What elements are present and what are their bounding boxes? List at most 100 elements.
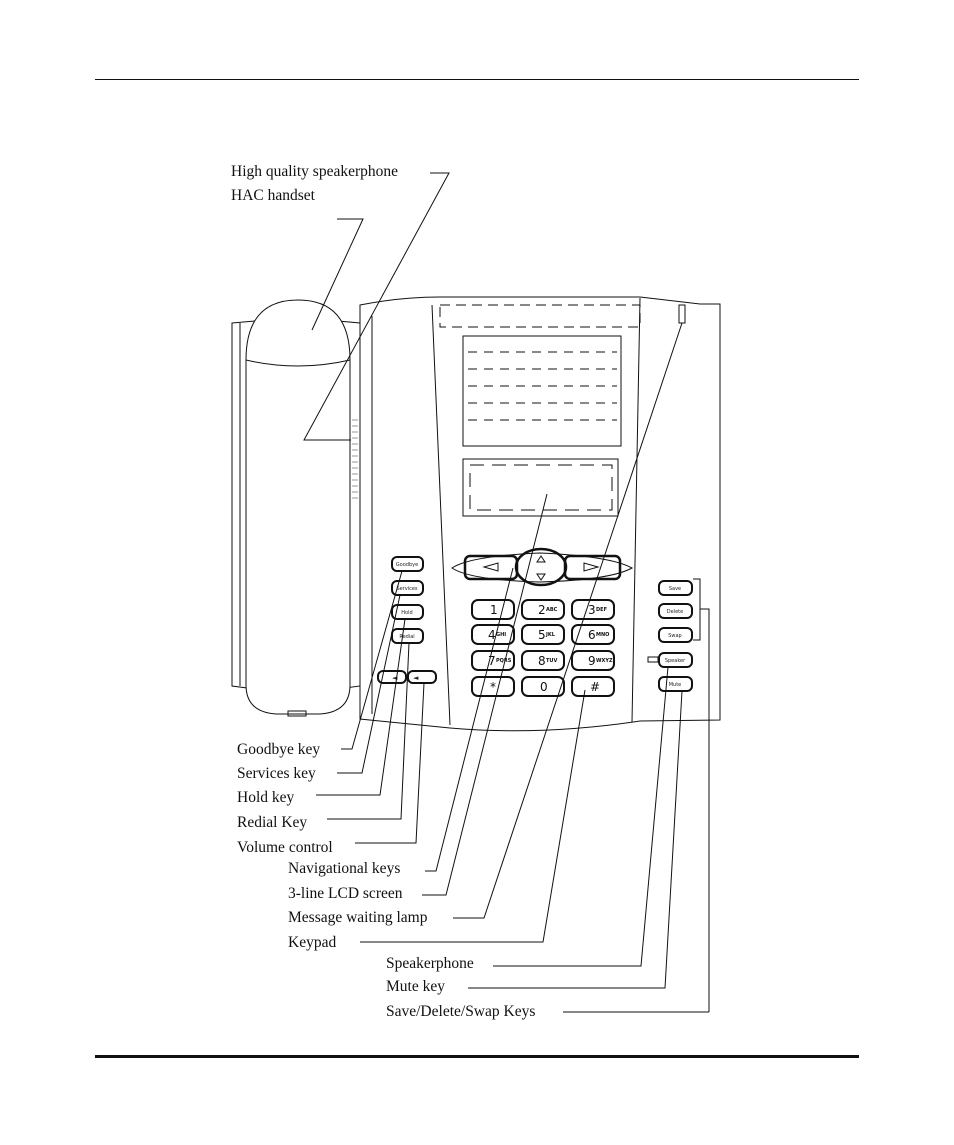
keypad-digit: 2 (538, 603, 546, 617)
leader-hac-handset (311, 218, 364, 331)
volume-down-key[interactable] (377, 670, 407, 684)
services-key[interactable] (391, 580, 424, 596)
callout-volume-control: Volume control (237, 839, 333, 856)
save-key[interactable] (658, 580, 693, 596)
callout-save-delete-swap: Save/Delete/Swap Keys (386, 1003, 536, 1020)
message-waiting-lamp (678, 304, 686, 324)
services-key-label: Services (396, 586, 417, 592)
keypad-digit: 4 (488, 628, 496, 642)
leader-lcd (422, 493, 548, 896)
speaker-key-label: Speaker (665, 658, 686, 664)
callout-redial-key: Redial Key (237, 814, 308, 831)
leader-mute (468, 690, 683, 989)
redial-key-label: Redial (399, 634, 414, 640)
keypad-key[interactable]: # (571, 676, 615, 697)
nav-center-button (514, 547, 568, 587)
leader-redial (327, 642, 410, 820)
keypad-key-frame (471, 676, 515, 697)
keypad-digit: * (490, 680, 496, 694)
callout-message-lamp: Message waiting lamp (288, 909, 428, 926)
mute-key-label: Mute (669, 682, 682, 688)
keypad-letters: MNO (596, 632, 609, 638)
leader-speakerphone-hq (303, 172, 450, 441)
bottom-rule (95, 1055, 859, 1058)
keypad-letters: GHI (496, 632, 506, 638)
keypad-digit: 6 (588, 628, 596, 642)
keypad-letters: DEF (596, 607, 607, 613)
keypad-letters: JKL (545, 632, 556, 638)
keypad-key-frame (571, 624, 615, 645)
leader-speakerphone (493, 666, 669, 967)
keypad-letters: WXYZ (596, 658, 613, 664)
keypad-digit: 9 (588, 654, 596, 668)
hold-key[interactable] (391, 604, 424, 620)
keypad-key-frame (571, 650, 615, 671)
callout-speakerphone-hq: High quality speakerphone (231, 163, 399, 180)
keypad-key-frame (521, 650, 565, 671)
keypad-key[interactable]: 0 (521, 676, 565, 697)
keypad-letters: TUV (546, 658, 557, 664)
goodbye-key-label: Goodbye (396, 562, 418, 568)
callout-goodbye-key: Goodbye key (237, 741, 321, 758)
keypad-digit: 7 (488, 654, 496, 668)
keypad-key[interactable]: * (471, 676, 515, 697)
swap-key[interactable] (658, 627, 693, 643)
callout-keypad: Keypad (288, 934, 337, 951)
label-card (462, 335, 622, 447)
lcd-screen (462, 458, 619, 517)
leader-services (337, 594, 401, 774)
leader-navigation (425, 567, 514, 872)
keypad-digit: 5 (538, 628, 546, 642)
goodbye-key[interactable] (391, 556, 424, 572)
leader-hold (316, 618, 406, 796)
leader-keypad (360, 689, 586, 943)
callout-mute-key: Mute key (386, 978, 445, 995)
save-key-label: Save (669, 586, 681, 592)
callout-services-key: Services key (237, 765, 316, 782)
keypad-digit: 1 (490, 603, 498, 617)
callout-hac-handset: HAC handset (231, 187, 315, 204)
handset (245, 299, 351, 715)
redial-key[interactable] (391, 628, 424, 644)
delete-key[interactable] (658, 603, 693, 619)
keypad-letters: PQRS (496, 658, 512, 664)
keypad-key[interactable]: 1 (471, 599, 515, 620)
delete-key-label: Delete (667, 609, 683, 615)
leader-lamp (453, 322, 683, 919)
keypad-digit: 0 (540, 680, 548, 694)
callout-speakerphone: Speakerphone (386, 955, 474, 972)
callout-lcd-screen: 3-line LCD screen (288, 885, 403, 902)
speaker-key[interactable] (658, 652, 693, 668)
keypad-key-frame (521, 599, 565, 620)
keypad-key-frame (521, 624, 565, 645)
keypad-key-frame (571, 599, 615, 620)
volume-down-icon: ◄ (392, 674, 398, 682)
callout-hold-key: Hold key (237, 789, 295, 806)
nav-right-button (563, 554, 622, 581)
leader-volume (355, 682, 425, 844)
volume-up-icon: ◄ (413, 674, 419, 682)
keypad-digit: # (590, 680, 600, 694)
keypad-key-frame (571, 676, 615, 697)
keypad-digit: 3 (588, 603, 596, 617)
leader-goodbye (341, 570, 403, 750)
keypad-key-frame (521, 676, 565, 697)
hold-key-label: Hold (401, 610, 412, 616)
swap-key-label: Swap (668, 633, 682, 639)
phone-base (359, 296, 721, 732)
top-rule (95, 79, 859, 80)
keypad-digit: 8 (538, 654, 546, 668)
volume-up-key[interactable] (407, 670, 437, 684)
keypad-letters: ABC (546, 607, 558, 613)
callout-navigational-keys: Navigational keys (288, 860, 401, 877)
